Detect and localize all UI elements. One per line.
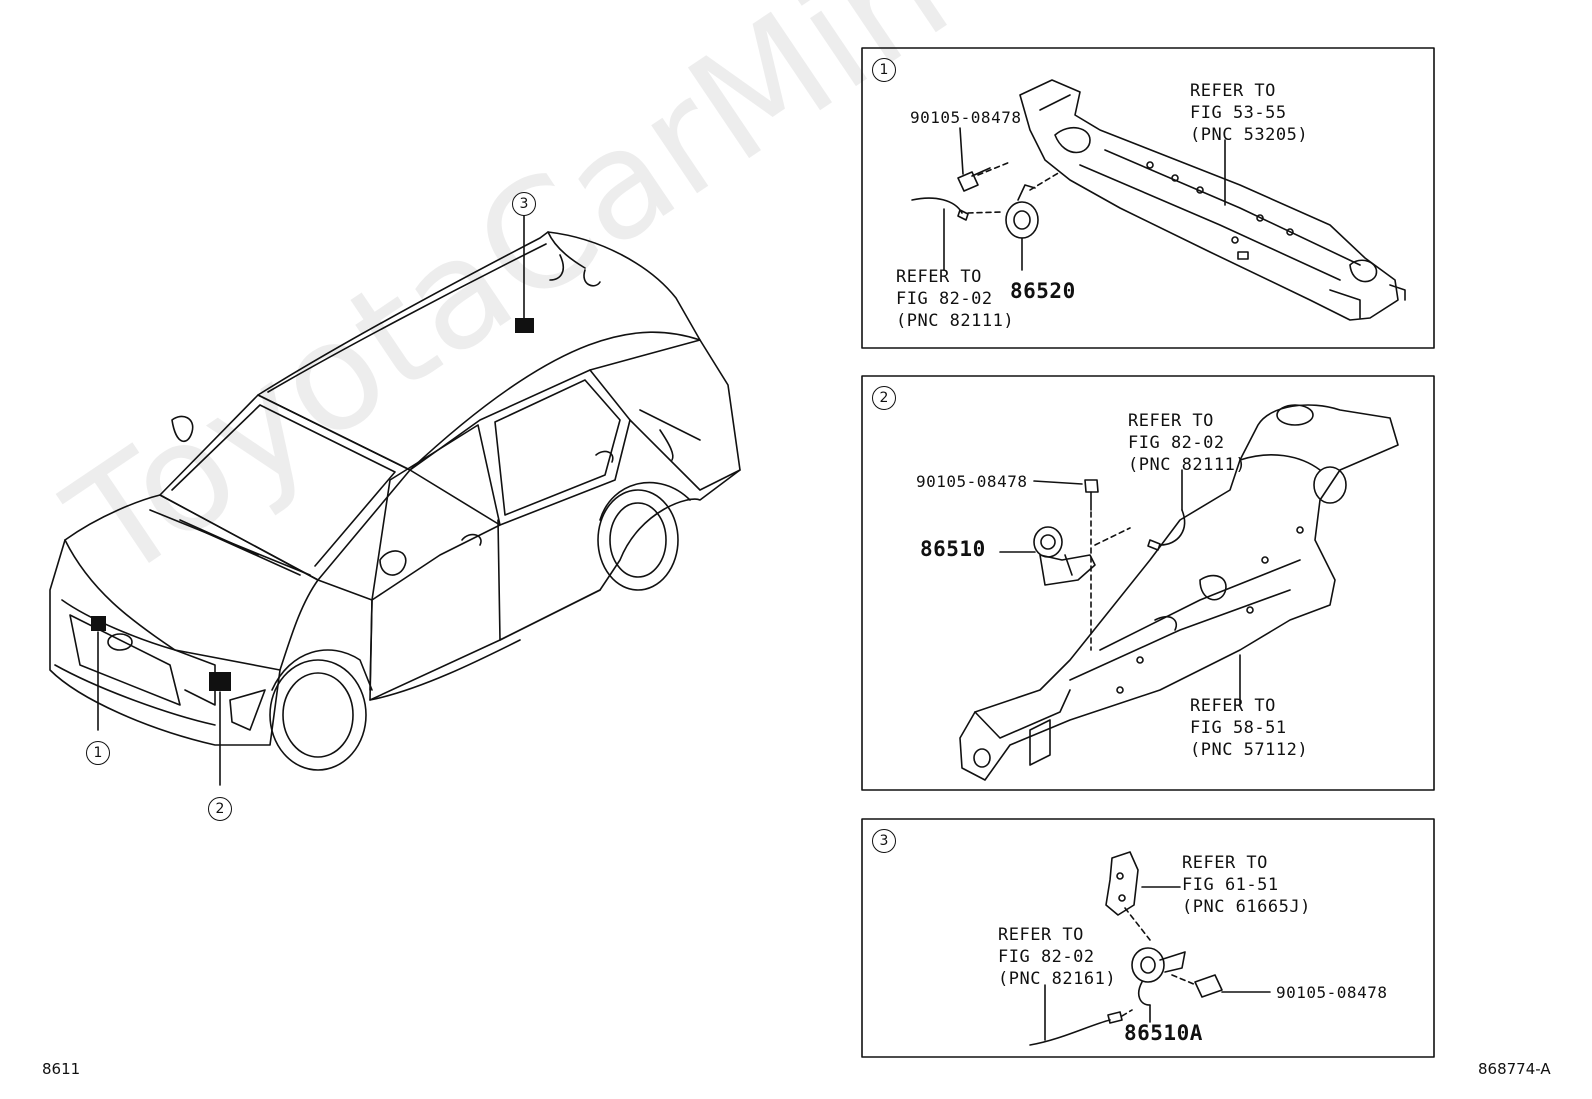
reference-line: (PNC 82111) <box>1128 455 1247 475</box>
panel-3-marker: 3 <box>872 829 896 853</box>
illustration-id: 868774-A <box>1478 1060 1551 1078</box>
reference-line: REFER TO <box>998 925 1084 945</box>
reference-line: REFER TO <box>1190 696 1276 716</box>
panel-2-horn-part-number: 86510 <box>920 537 986 561</box>
panel-1-frame <box>861 47 1435 349</box>
panel-1-bolt-part-number: 90105-08478 <box>910 108 1022 127</box>
reference-line: (PNC 82111) <box>896 311 1015 331</box>
panel-2-marker: 2 <box>872 386 896 410</box>
panel-3-frame <box>861 818 1435 1058</box>
panel-1-horn-part-number: 86520 <box>1010 279 1076 303</box>
reference-line: FIG 61-51 <box>1182 875 1279 895</box>
vehicle-marker-1: 1 <box>86 741 110 765</box>
figure-code: 8611 <box>42 1060 81 1078</box>
reference-line: REFER TO <box>1190 81 1276 101</box>
reference-line: (PNC 82161) <box>998 969 1117 989</box>
reference-line: REFER TO <box>1128 411 1214 431</box>
panel-2-bolt-part-number: 90105-08478 <box>916 472 1028 491</box>
reference-line: FIG 82-02 <box>1128 433 1225 453</box>
reference-line: REFER TO <box>1182 853 1268 873</box>
panel-3-bolt-part-number: 90105-08478 <box>1276 983 1388 1002</box>
reference-line: FIG 53-55 <box>1190 103 1287 123</box>
panel-2-frame <box>861 375 1435 791</box>
reference-line: FIG 58-51 <box>1190 718 1287 738</box>
vehicle-illustration <box>49 213 741 786</box>
reference-line: FIG 82-02 <box>896 289 993 309</box>
panel-3-horn-part-number: 86510A <box>1124 1021 1203 1045</box>
reference-line: (PNC 57112) <box>1190 740 1309 760</box>
reference-line: (PNC 61665J) <box>1182 897 1311 917</box>
reference-line: (PNC 53205) <box>1190 125 1309 145</box>
panel-1-marker: 1 <box>872 58 896 82</box>
vehicle-marker-3: 3 <box>512 192 536 216</box>
vehicle-marker-2: 2 <box>208 797 232 821</box>
reference-line: REFER TO <box>896 267 982 287</box>
reference-line: FIG 82-02 <box>998 947 1095 967</box>
